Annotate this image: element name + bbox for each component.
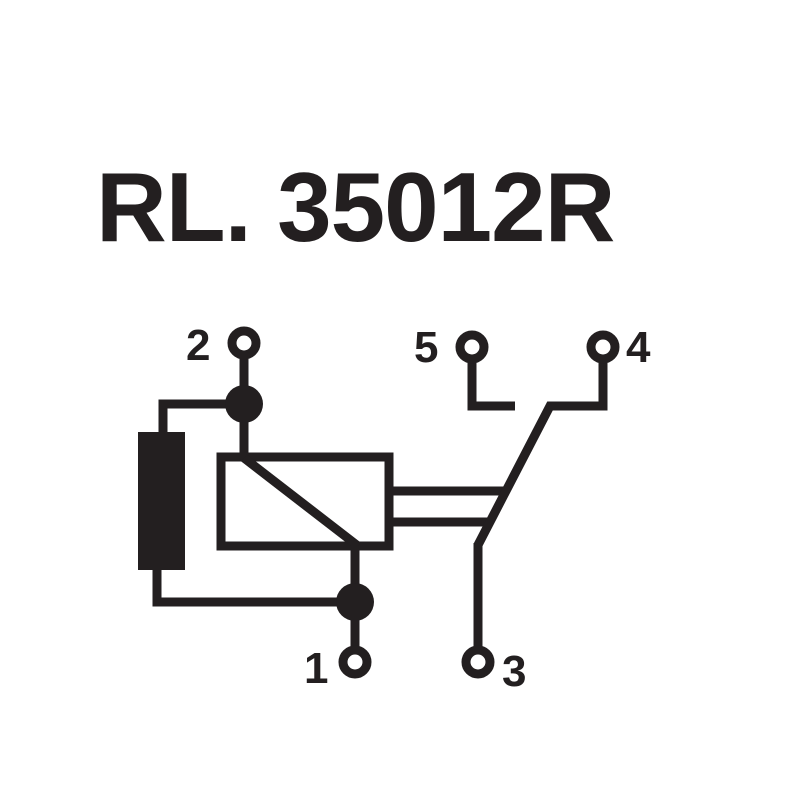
- terminal-1-label: 1: [304, 644, 328, 693]
- terminal-5-circle: [455, 330, 489, 364]
- wire-resistor-to-node1: [152, 568, 355, 607]
- wire-terminal4-contact: [474, 360, 608, 548]
- terminal-4-label: 4: [626, 323, 651, 372]
- terminal-2-circle: [227, 326, 261, 360]
- terminal-4-circle: [586, 330, 620, 364]
- part-number-title: RL. 35012R: [96, 152, 615, 262]
- wire-terminal5-contact: [467, 360, 515, 411]
- terminal-5-label: 5: [414, 323, 438, 372]
- coil-diagonal: [241, 454, 361, 550]
- terminal-3-circle: [461, 645, 495, 679]
- junction-node-2: [225, 385, 263, 423]
- resistor: [138, 432, 185, 570]
- terminal-2-label: 2: [186, 321, 210, 370]
- terminal-1-circle: [338, 645, 372, 679]
- wire-node2-to-resistor: [158, 399, 244, 434]
- junction-node-1: [336, 583, 374, 621]
- terminal-3-label: 3: [502, 647, 526, 696]
- relay-coil: [216, 452, 394, 551]
